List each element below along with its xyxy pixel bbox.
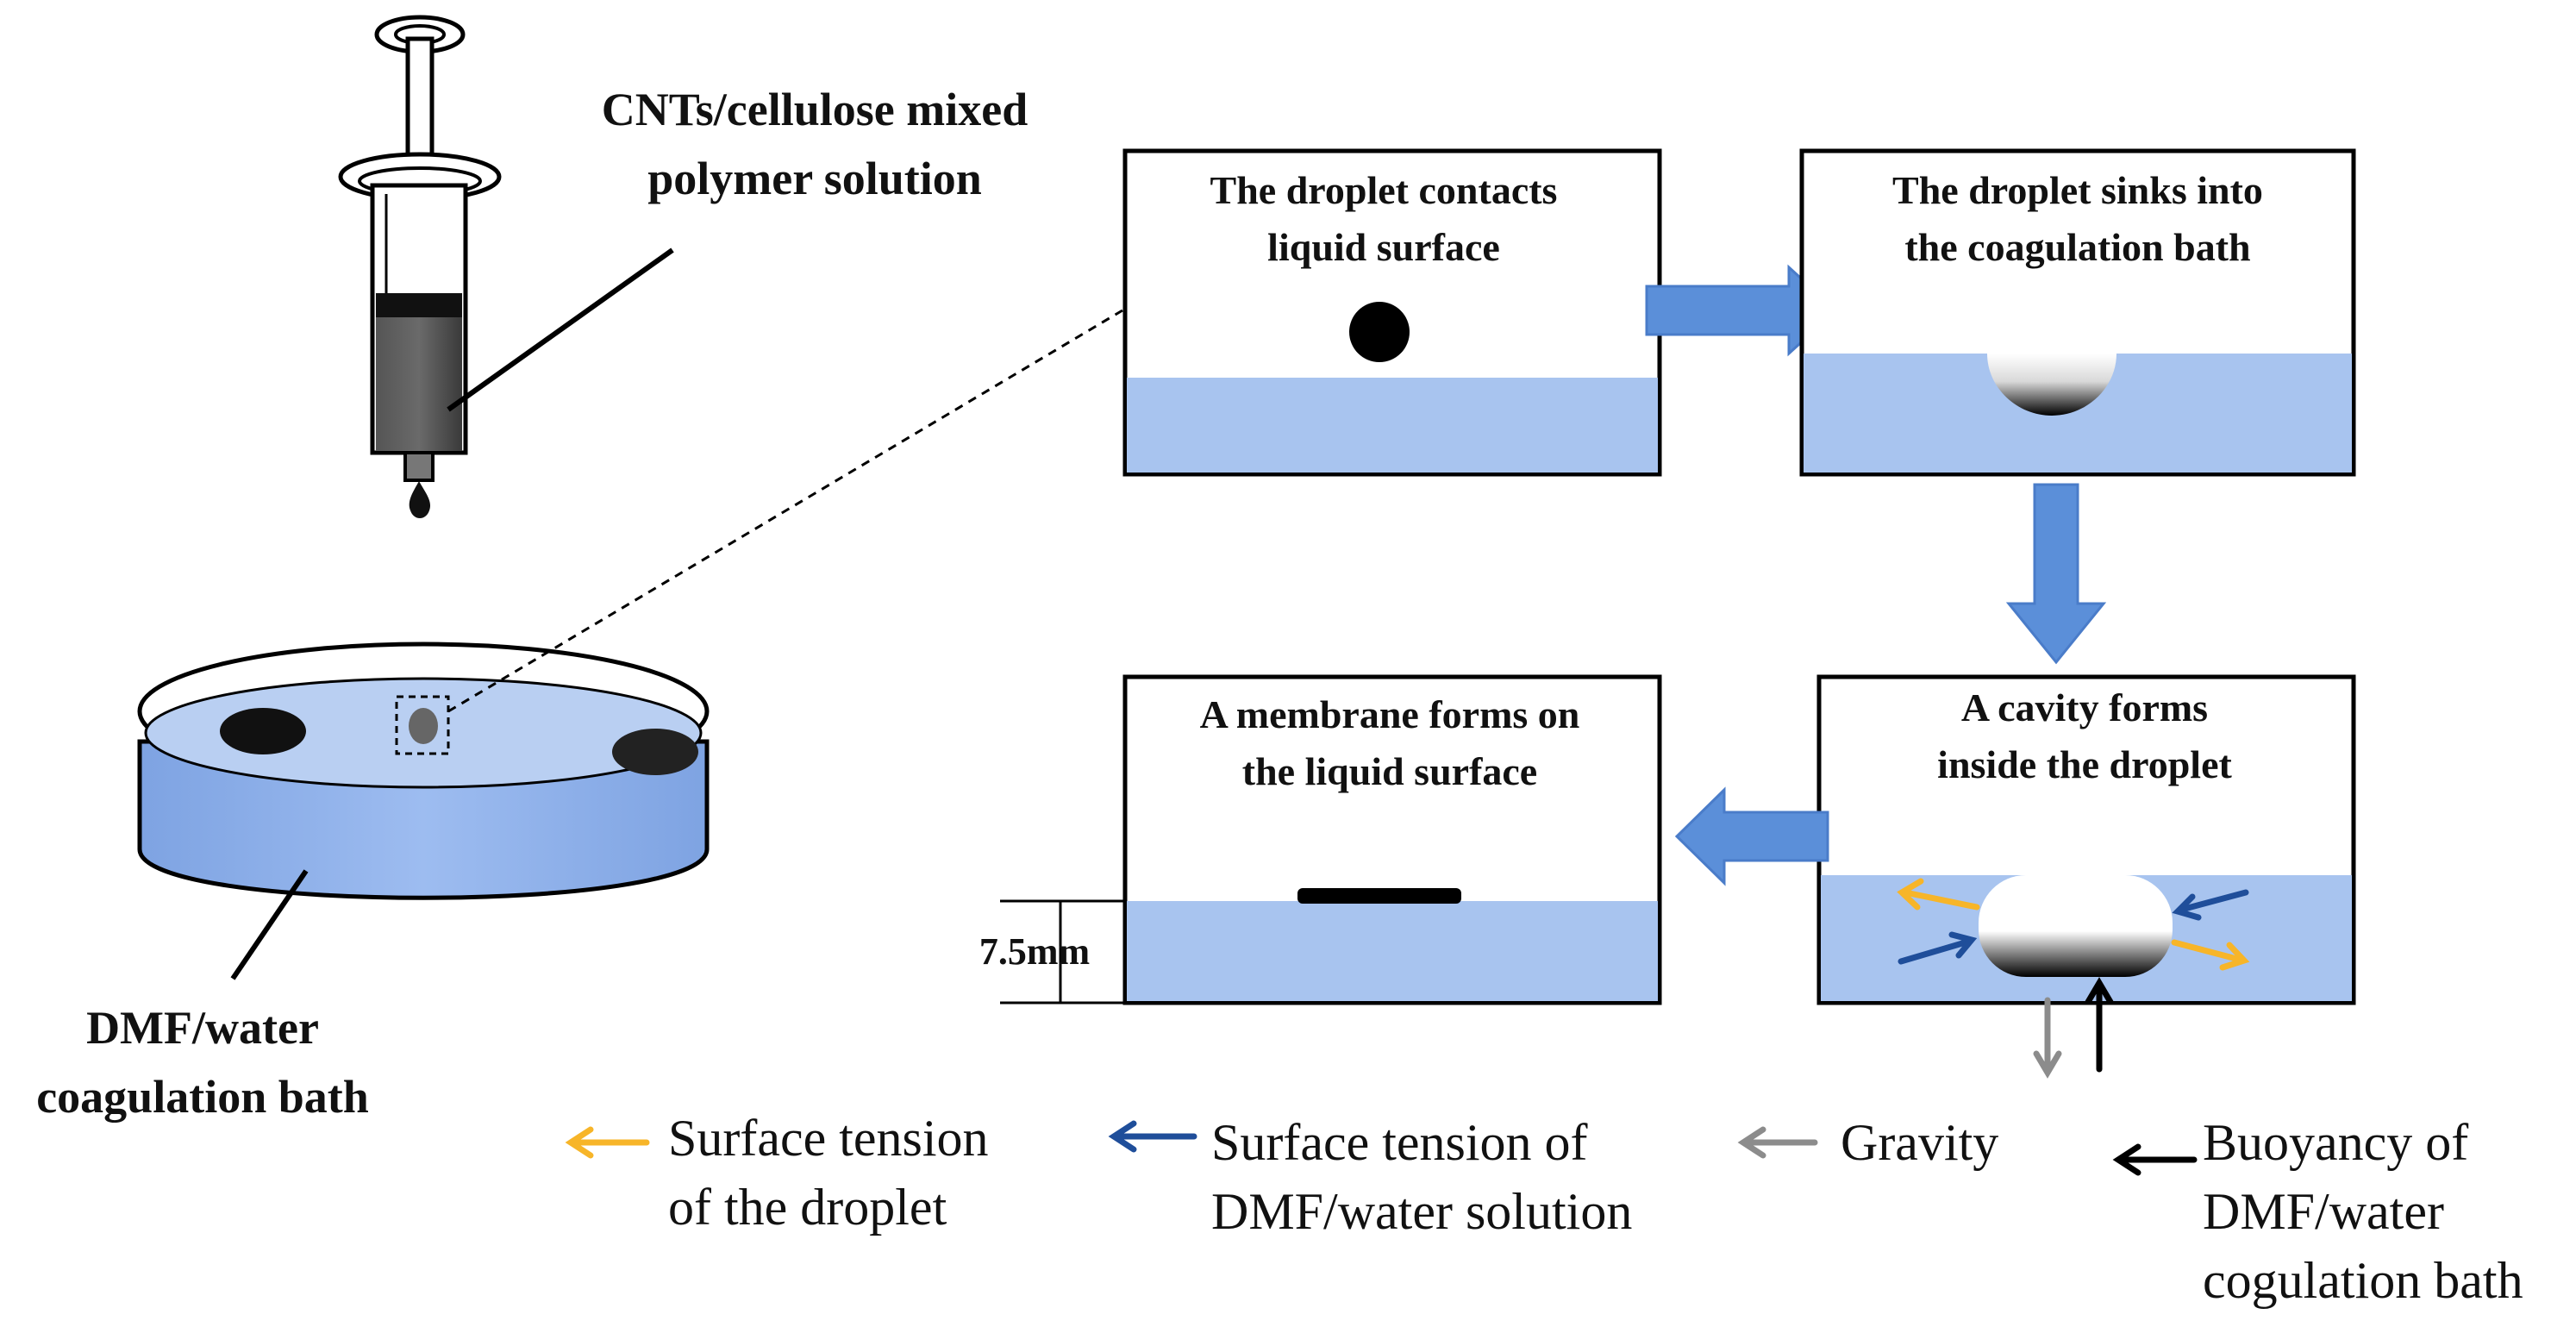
membrane-right xyxy=(612,729,698,775)
legend: Surface tension of the droplet Surface t… xyxy=(565,1110,2523,1309)
buoyancy-arrow xyxy=(2085,977,2114,1073)
syringe xyxy=(338,15,502,518)
flow-arrow-down xyxy=(2005,483,2107,665)
membrane xyxy=(1297,888,1461,904)
syringe-label-line2: polymer solution xyxy=(647,153,982,204)
panel-cavity-forms: A cavity forms inside the droplet xyxy=(1816,674,2356,1079)
droplet xyxy=(1349,302,1410,362)
coagulation-bath-dish xyxy=(137,642,710,900)
panel1-title-line1: The droplet contacts xyxy=(1210,168,1558,212)
panel3-title-line2: inside the droplet xyxy=(1937,742,2232,786)
flow-arrow-left xyxy=(1674,786,1829,886)
membrane-left xyxy=(220,708,306,754)
panel3-title-line1: A cavity forms xyxy=(1961,685,2208,729)
legend-black-line1: Buoyancy of xyxy=(2203,1114,2468,1171)
zoom-box xyxy=(395,695,450,755)
panel4-title-line2: the liquid surface xyxy=(1242,749,1537,793)
legend-black-line2: DMF/water xyxy=(2203,1183,2444,1240)
panel2-title-line1: The droplet sinks into xyxy=(1892,168,2263,212)
syringe-label-line1: CNTs/cellulose mixed xyxy=(602,84,1029,135)
depth-label: 7.5mm xyxy=(979,930,1090,973)
panel4-title-line1: A membrane forms on xyxy=(1200,692,1580,736)
legend-black-arrow xyxy=(2112,1143,2198,1176)
panel2-title-line2: the coagulation bath xyxy=(1904,225,2250,269)
legend-black-line3: cogulation bath xyxy=(2203,1252,2523,1309)
legend-yellow-line2: of the droplet xyxy=(668,1179,947,1236)
legend-yellow-arrow xyxy=(565,1126,650,1159)
bath-leader-line xyxy=(230,869,309,980)
bath-label-line1: DMF/water xyxy=(86,1002,319,1054)
bath-label-line2: coagulation bath xyxy=(36,1071,369,1123)
blue-force-arrows xyxy=(1898,889,2249,965)
legend-blue-arrow xyxy=(1108,1120,1197,1153)
gravity-arrow xyxy=(2033,997,2062,1079)
legend-gray-line1: Gravity xyxy=(1841,1114,1998,1171)
legend-blue-line1: Surface tension of xyxy=(1211,1114,1588,1171)
syringe-leader-line xyxy=(447,247,674,412)
panel1-title-line2: liquid surface xyxy=(1267,225,1500,269)
legend-gray-arrow xyxy=(1737,1126,1818,1159)
depth-dimension xyxy=(1000,899,1125,1005)
cavity-droplet xyxy=(1979,875,2173,977)
panel-droplet-contacts: The droplet contacts liquid surface xyxy=(1122,148,1662,477)
panel-droplet-sinks: The droplet sinks into the coagulation b… xyxy=(1799,148,2356,477)
yellow-force-arrows xyxy=(1897,878,2250,971)
legend-yellow-line1: Surface tension xyxy=(668,1110,989,1167)
legend-blue-line2: DMF/water solution xyxy=(1211,1183,1632,1240)
panel-membrane-forms: A membrane forms on the liquid surface xyxy=(1122,674,1662,1005)
zoom-leader-line xyxy=(447,309,1123,713)
sinking-droplet xyxy=(1987,354,2116,416)
